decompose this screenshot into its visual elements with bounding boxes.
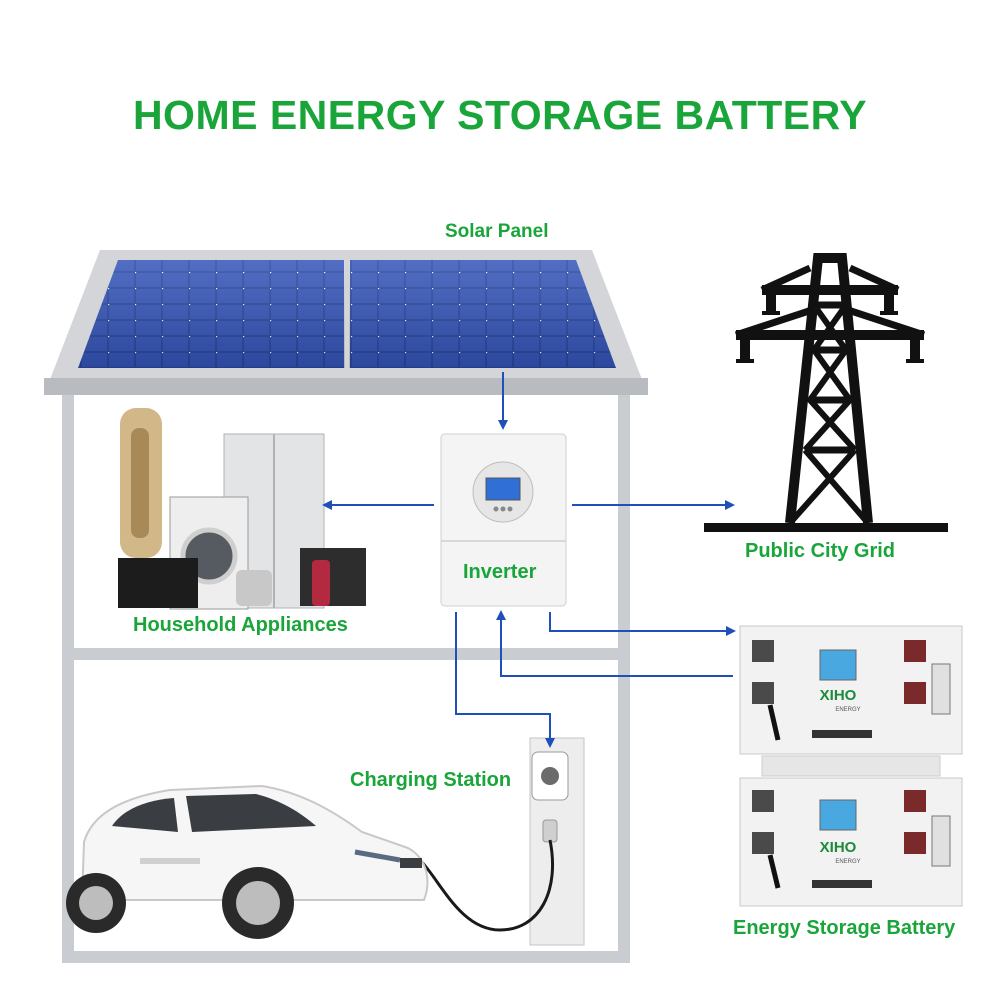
battery-unit-bottom (739, 777, 963, 907)
flow-arrows (322, 372, 736, 748)
label-grid: Public City Grid (745, 540, 896, 562)
power-tower-icon (704, 253, 948, 532)
battery-spacer (761, 755, 941, 777)
battery-brand-top: XIHO (820, 687, 857, 704)
arrow-inverter-to-charger (455, 612, 555, 748)
label-appliances: Household Appliances (133, 614, 348, 636)
battery-sub-bottom: ENERGY (835, 859, 860, 865)
battery-sub-top: ENERGY (835, 707, 860, 713)
label-battery: Energy Storage Battery (733, 917, 956, 939)
charging-station (418, 737, 585, 946)
label-inverter: Inverter (463, 561, 537, 583)
label-solar-panel: Solar Panel (445, 221, 549, 242)
insulators (736, 293, 924, 363)
electric-car (66, 784, 429, 939)
household-appliances (118, 408, 366, 610)
battery-unit-top (739, 625, 963, 755)
arrow-battery-to-inverter (496, 610, 733, 677)
battery-brand-bottom: XIHO (820, 839, 857, 856)
house-frame (62, 395, 630, 963)
inverter (440, 433, 567, 607)
arrow-inverter-to-battery (549, 612, 736, 636)
label-charging-station: Charging Station (350, 769, 512, 791)
page-title: HOME ENERGY STORAGE BATTERY (132, 92, 868, 138)
solar-panel-roof (44, 250, 648, 395)
